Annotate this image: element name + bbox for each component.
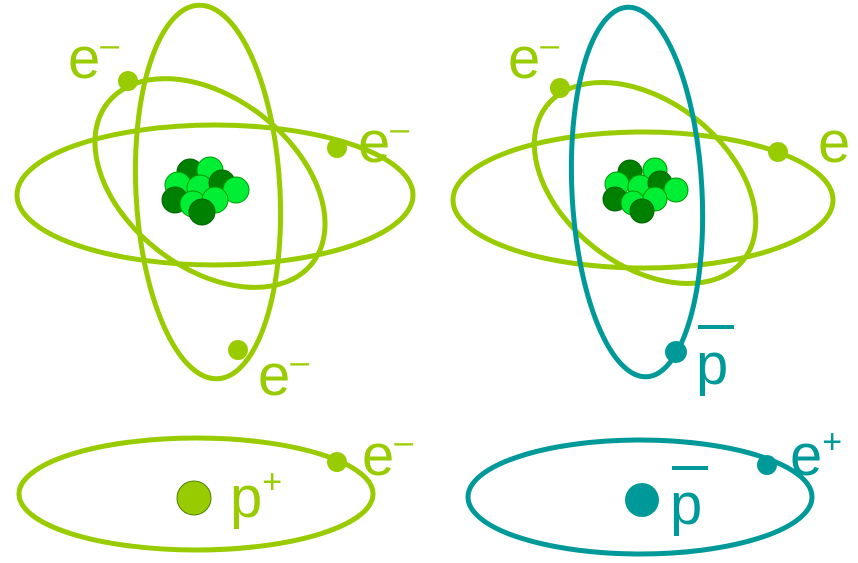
electron-label: e– [362,423,413,488]
proton-label: p+ [230,463,282,530]
electron-dot [327,138,347,158]
antiproton-dot [665,341,687,363]
electron-charge: – [100,26,119,64]
electron-letter: e [508,26,540,91]
nucleon [189,199,215,225]
electron-dot [228,340,248,360]
electron-label: e [818,110,850,175]
nucleus-cluster [603,158,688,223]
electron-letter: e [68,26,100,91]
electron-label: e– [508,26,559,91]
electron-dot [768,142,788,162]
proton-charge: + [262,463,282,501]
positron-letter: e [790,423,822,488]
atom-top-left: e– e– e– [17,1,413,408]
electron-letter: e [258,343,290,408]
electron-dot [327,452,347,472]
electron-letter: e [362,423,394,488]
nucleus-cluster [162,157,249,225]
electron-charge: – [290,343,309,381]
electron-dot [550,78,570,98]
electron-label: e– [68,26,119,91]
electron-label: e– [358,110,409,175]
antiproton-label: p [670,472,702,537]
electron-dot [118,71,138,91]
electron-letter: e [358,110,390,175]
nucleon [664,178,688,202]
antiproton-dot [625,483,659,517]
antihydrogen-atom: p e+ [468,423,842,554]
electron-charge: – [394,423,413,461]
positron-label: e+ [790,423,842,488]
positron-charge: + [822,423,842,461]
positron-dot [757,455,777,475]
antiproton-label: p [696,332,728,397]
proton-dot [177,481,211,515]
proton-letter: p [230,465,262,530]
atom-top-right: e– e p [453,4,850,397]
electron-label: e– [258,343,309,408]
electron-charge: – [390,110,409,148]
hydrogen-atom: p+ e– [19,423,413,550]
nucleon [630,199,654,223]
electron-charge: – [540,26,559,64]
